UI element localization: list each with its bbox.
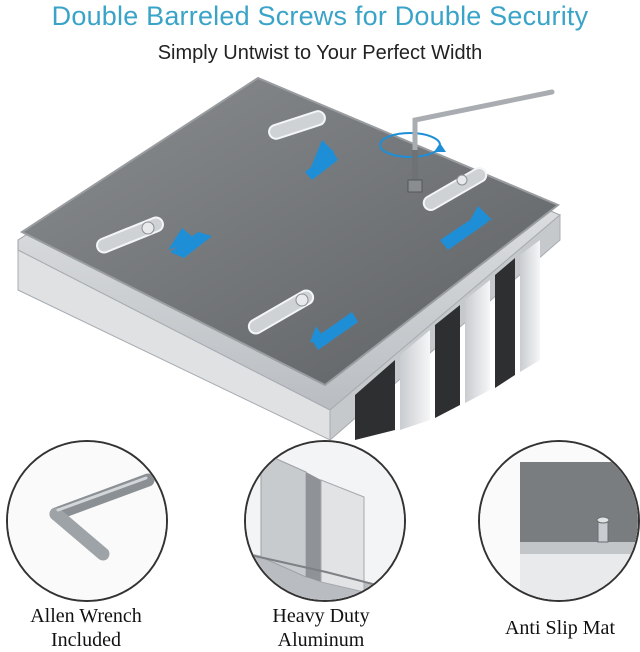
adjust-arrow-icon bbox=[168, 140, 492, 350]
caption-line: Aluminum bbox=[277, 629, 365, 651]
vertical-slots bbox=[355, 240, 540, 440]
allen-wrench-circle bbox=[6, 440, 168, 602]
caption-line: Included bbox=[51, 629, 121, 651]
caption-line: Allen Wrench bbox=[30, 605, 142, 627]
feature-caption-allen-wrench: Allen Wrench Included bbox=[4, 604, 168, 652]
adjust-slot bbox=[268, 110, 326, 140]
anti-slip-circle bbox=[478, 440, 640, 602]
adjust-slot bbox=[422, 167, 488, 211]
aluminum-circle bbox=[244, 440, 406, 602]
product-hero-illustration bbox=[17, 76, 561, 442]
caption-line: Heavy Duty bbox=[272, 605, 370, 627]
allen-wrench-icon bbox=[8, 442, 166, 600]
anti-slip-mat-icon bbox=[480, 442, 638, 600]
hero-allen-wrench bbox=[412, 89, 555, 153]
subheadline: Simply Untwist to Your Perfect Width bbox=[157, 42, 483, 64]
aluminum-slot-icon bbox=[246, 442, 404, 600]
headline: Double Barreled Screws for Double Securi… bbox=[51, 1, 589, 31]
caption-line: Anti Slip Mat bbox=[504, 617, 615, 639]
feature-caption-anti-slip: Anti Slip Mat bbox=[480, 616, 640, 640]
feature-caption-aluminum: Heavy Duty Aluminum bbox=[236, 604, 406, 652]
